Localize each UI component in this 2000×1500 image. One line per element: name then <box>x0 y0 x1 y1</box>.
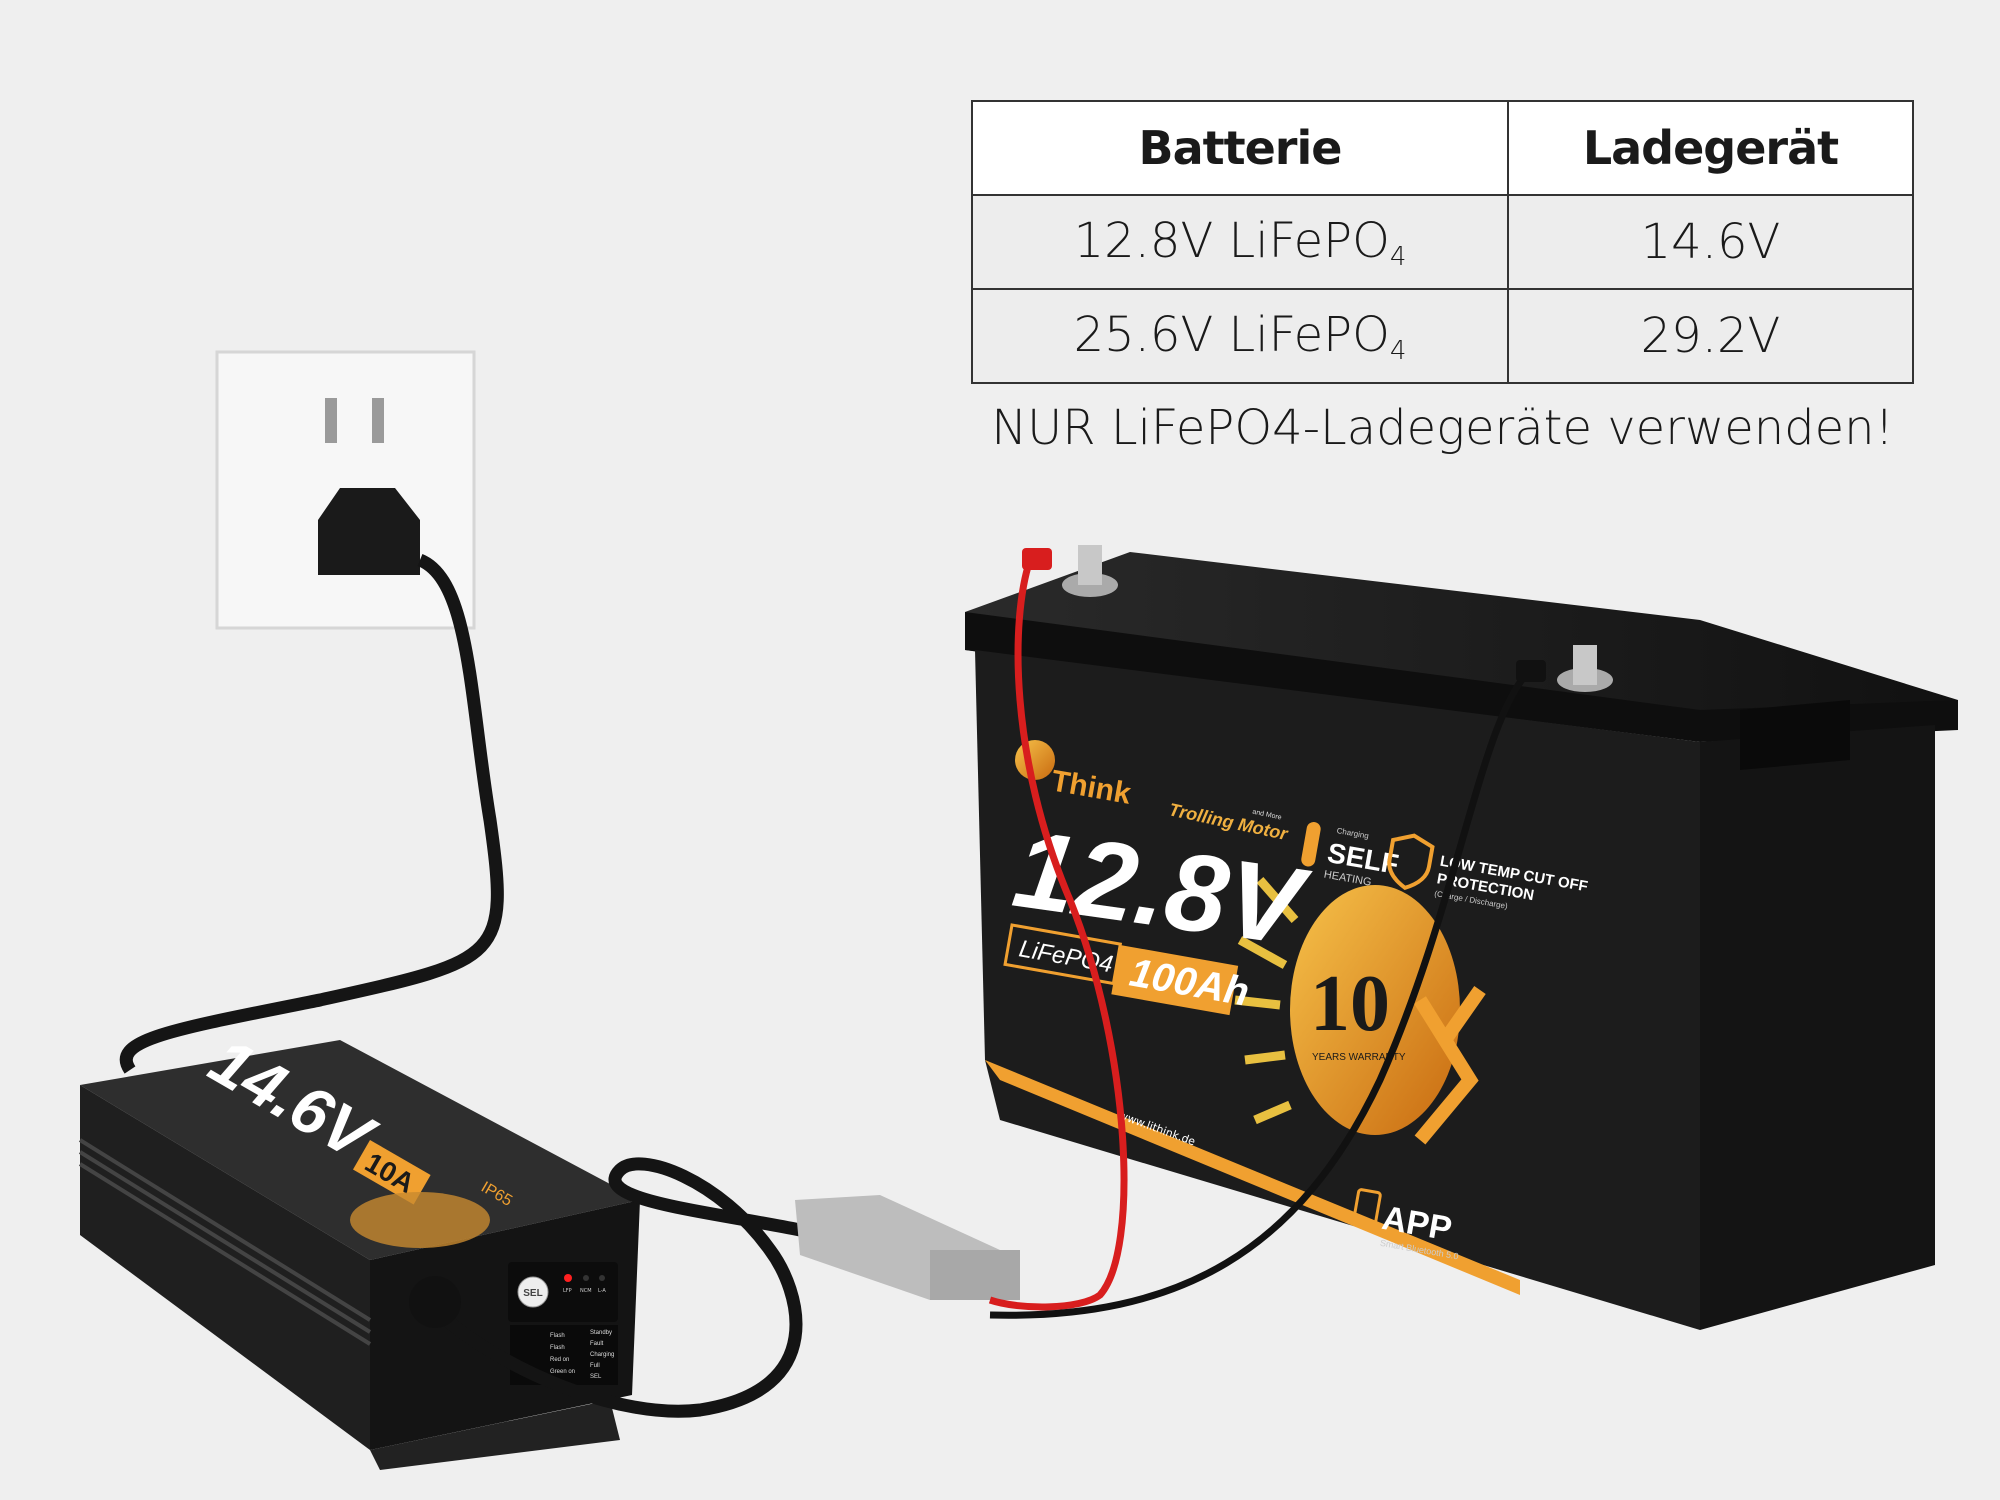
black-terminal-clip <box>1516 660 1546 682</box>
led-label: LFP <box>563 1288 572 1294</box>
battery-cell: 12.8V LiFePO4 <box>971 194 1509 290</box>
outlet-slot <box>372 398 384 443</box>
shield-snowflake-icon <box>1387 833 1435 891</box>
cable-gland <box>409 1276 461 1328</box>
charger-cell: 29.2V <box>1507 288 1914 384</box>
bluetooth-icon <box>1414 985 1486 1145</box>
battery-cell: 25.6V LiFePO4 <box>971 288 1509 384</box>
led-label: L-A <box>598 1288 606 1294</box>
wall-outlet <box>215 350 476 630</box>
warranty-number: 10 <box>1310 960 1390 1048</box>
charger: 14.6V 10A IP65 SEL LFP NCM L-A Flash Fla… <box>78 1023 640 1470</box>
subscript: 4 <box>1389 241 1407 272</box>
header-charger: Ladegerät <box>1507 100 1914 196</box>
battery-value: 12.8V LiFePO <box>1073 212 1390 269</box>
led-indicator <box>564 1274 572 1282</box>
dc-cable <box>430 1157 803 1418</box>
led-indicator <box>583 1275 589 1281</box>
sel-button[interactable] <box>517 1276 549 1308</box>
warranty-text: YEARS WARRANTY <box>1312 1052 1406 1063</box>
status-label: Standby <box>590 1330 612 1336</box>
status-label: SEL <box>590 1374 602 1380</box>
sel-button-label: SEL <box>523 1288 542 1299</box>
subscript: 4 <box>1389 335 1407 366</box>
led-indicator <box>599 1275 605 1281</box>
sun-rays <box>1234 877 1299 1125</box>
pattern-label: Red on <box>550 1357 569 1363</box>
battery-value: 25.6V LiFePO <box>1073 306 1390 363</box>
negative-cable-black <box>989 667 1533 1319</box>
app-badge: APP Smart Bluetooth 5.0 <box>1351 1188 1459 1261</box>
status-label: Fault <box>590 1341 604 1347</box>
red-terminal-clip <box>1022 548 1052 570</box>
pattern-label: Flash <box>550 1333 565 1339</box>
bluetooth-phone-icon <box>1351 1188 1382 1230</box>
sun-graphic <box>1290 885 1460 1135</box>
anderson-connector <box>795 1195 1020 1300</box>
brand-sun-icon <box>1015 740 1055 780</box>
ac-cable <box>119 553 504 1074</box>
pattern-label: Green on <box>550 1369 575 1375</box>
sun-graphic <box>350 1192 490 1248</box>
charger-cell: 14.6V <box>1507 194 1914 290</box>
outlet-slot <box>325 398 337 443</box>
status-label: Full <box>590 1363 600 1369</box>
thermometer-icon <box>1301 821 1321 867</box>
power-plug <box>318 488 420 575</box>
warning-caption: NUR LiFePO4-Ladegeräte verwenden! <box>991 400 1894 456</box>
table-row: 12.8V LiFePO4 14.6V <box>971 194 1914 290</box>
header-battery: Batterie <box>971 100 1509 196</box>
table-row: 25.6V LiFePO4 29.2V <box>971 288 1914 384</box>
led-label: NCM <box>580 1288 592 1294</box>
status-label: Charging <box>590 1352 614 1358</box>
battery: 10 YEARS WARRANTY Think Trolling Motor a… <box>965 545 1958 1330</box>
positive-cable-red <box>988 558 1128 1311</box>
table-header-row: Batterie Ladegerät <box>971 100 1914 196</box>
spec-table: Batterie Ladegerät 12.8V LiFePO4 14.6V 2… <box>971 100 1914 384</box>
pattern-label: Flash <box>550 1345 565 1351</box>
